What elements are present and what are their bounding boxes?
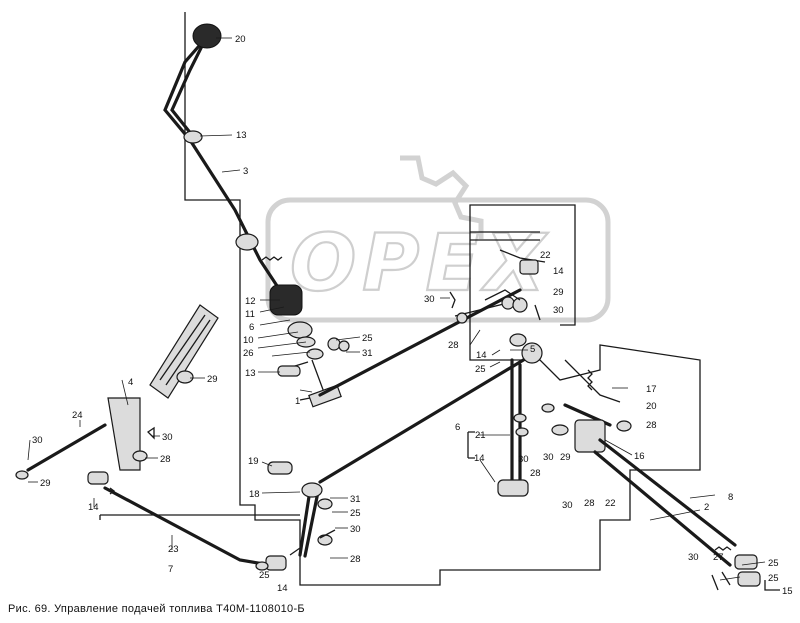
rod-24 — [26, 423, 107, 472]
cross-shaft-16 — [541, 359, 761, 587]
callout-28l: 28 — [160, 454, 171, 465]
callout-23: 23 — [168, 544, 179, 555]
callout-numbers: 20 13 3 12 11 6 10 26 25 31 13 1 30 28 2… — [32, 34, 793, 597]
callout-25a: 25 — [362, 333, 373, 344]
callout-30top2: 30 — [553, 305, 564, 316]
callout-30b: 30 — [350, 524, 361, 535]
callout-25b: 25 — [350, 508, 361, 519]
callout-26: 26 — [243, 348, 254, 359]
callout-1: 1 — [295, 396, 300, 407]
callout-16: 16 — [634, 451, 645, 462]
callout-17: 17 — [646, 384, 657, 395]
callout-13: 13 — [236, 130, 247, 141]
callout-22top: 22 — [540, 250, 551, 261]
callout-6: 6 — [249, 322, 254, 333]
callout-22r: 22 — [605, 498, 616, 509]
callout-25mid: 25 — [475, 364, 486, 375]
rod-28 — [318, 288, 522, 397]
callout-30l: 30 — [32, 435, 43, 446]
callout-30top: 30 — [424, 294, 435, 305]
callout-27: 27 — [713, 552, 724, 563]
pedal-4 — [107, 304, 219, 471]
callout-14ll: 14 — [88, 502, 99, 513]
watermark-logo: OPEX — [265, 155, 611, 323]
callout-2: 2 — [704, 502, 709, 513]
callout-13b: 13 — [245, 368, 256, 379]
callout-25rb2: 25 — [768, 573, 779, 584]
callout-30m: 30 — [518, 454, 529, 465]
callout-29l: 29 — [207, 374, 218, 385]
callout-5: 5 — [530, 344, 535, 355]
rod-long-lower — [318, 348, 542, 484]
callout-10: 10 — [243, 335, 254, 346]
callout-28mid: 28 — [448, 340, 459, 351]
leader-lines — [27, 37, 766, 581]
callout-25rb: 25 — [768, 558, 779, 569]
lever-1 — [308, 384, 342, 408]
callout-4: 4 — [128, 377, 133, 388]
callout-14mid: 14 — [476, 350, 487, 361]
callout-3: 3 — [243, 166, 248, 177]
callout-30rb: 30 — [688, 552, 699, 563]
callout-30r: 30 — [562, 500, 573, 511]
callout-28rr: 28 — [584, 498, 595, 509]
control-lever-3 — [163, 23, 287, 300]
callout-18: 18 — [249, 489, 260, 500]
callout-7: 7 — [168, 564, 173, 575]
callout-30n: 30 — [543, 452, 554, 463]
callout-15: 15 — [782, 586, 793, 597]
bushing-13 — [183, 130, 203, 144]
callout-20: 20 — [235, 34, 246, 45]
callout-28m: 28 — [530, 468, 541, 479]
callout-31a: 31 — [362, 348, 373, 359]
callout-21: 21 — [475, 430, 486, 441]
callout-29top: 29 — [553, 287, 564, 298]
shaft-21 — [497, 358, 529, 497]
knob-20 — [192, 23, 222, 49]
callout-19: 19 — [248, 456, 259, 467]
bolt-13 — [277, 365, 301, 377]
callout-8: 8 — [728, 492, 733, 503]
callout-11: 11 — [245, 309, 255, 320]
collar — [235, 233, 259, 251]
callout-14top: 14 — [553, 266, 564, 277]
upper-right-linkage — [449, 231, 546, 347]
lower-linkage — [87, 461, 336, 571]
callout-29n: 29 — [560, 452, 571, 463]
callout-24: 24 — [72, 410, 83, 421]
callout-20r: 20 — [646, 401, 657, 412]
callout-28r: 28 — [646, 420, 657, 431]
callout-25bot: 25 — [259, 570, 270, 581]
callout-29ll: 29 — [40, 478, 51, 489]
callout-14low: 14 — [474, 453, 485, 464]
callout-28b: 28 — [350, 554, 361, 565]
assembly-outline — [184, 12, 701, 586]
figure-caption: Рис. 69. Управление подачей топлива Т40М… — [8, 603, 305, 615]
callout-14bot: 14 — [277, 583, 288, 594]
callout-31b: 31 — [350, 494, 361, 505]
callout-12: 12 — [245, 296, 256, 307]
watermark-text: OPEX — [290, 219, 551, 309]
callout-30ll: 30 — [162, 432, 173, 443]
callout-6b: 6 — [455, 422, 460, 433]
